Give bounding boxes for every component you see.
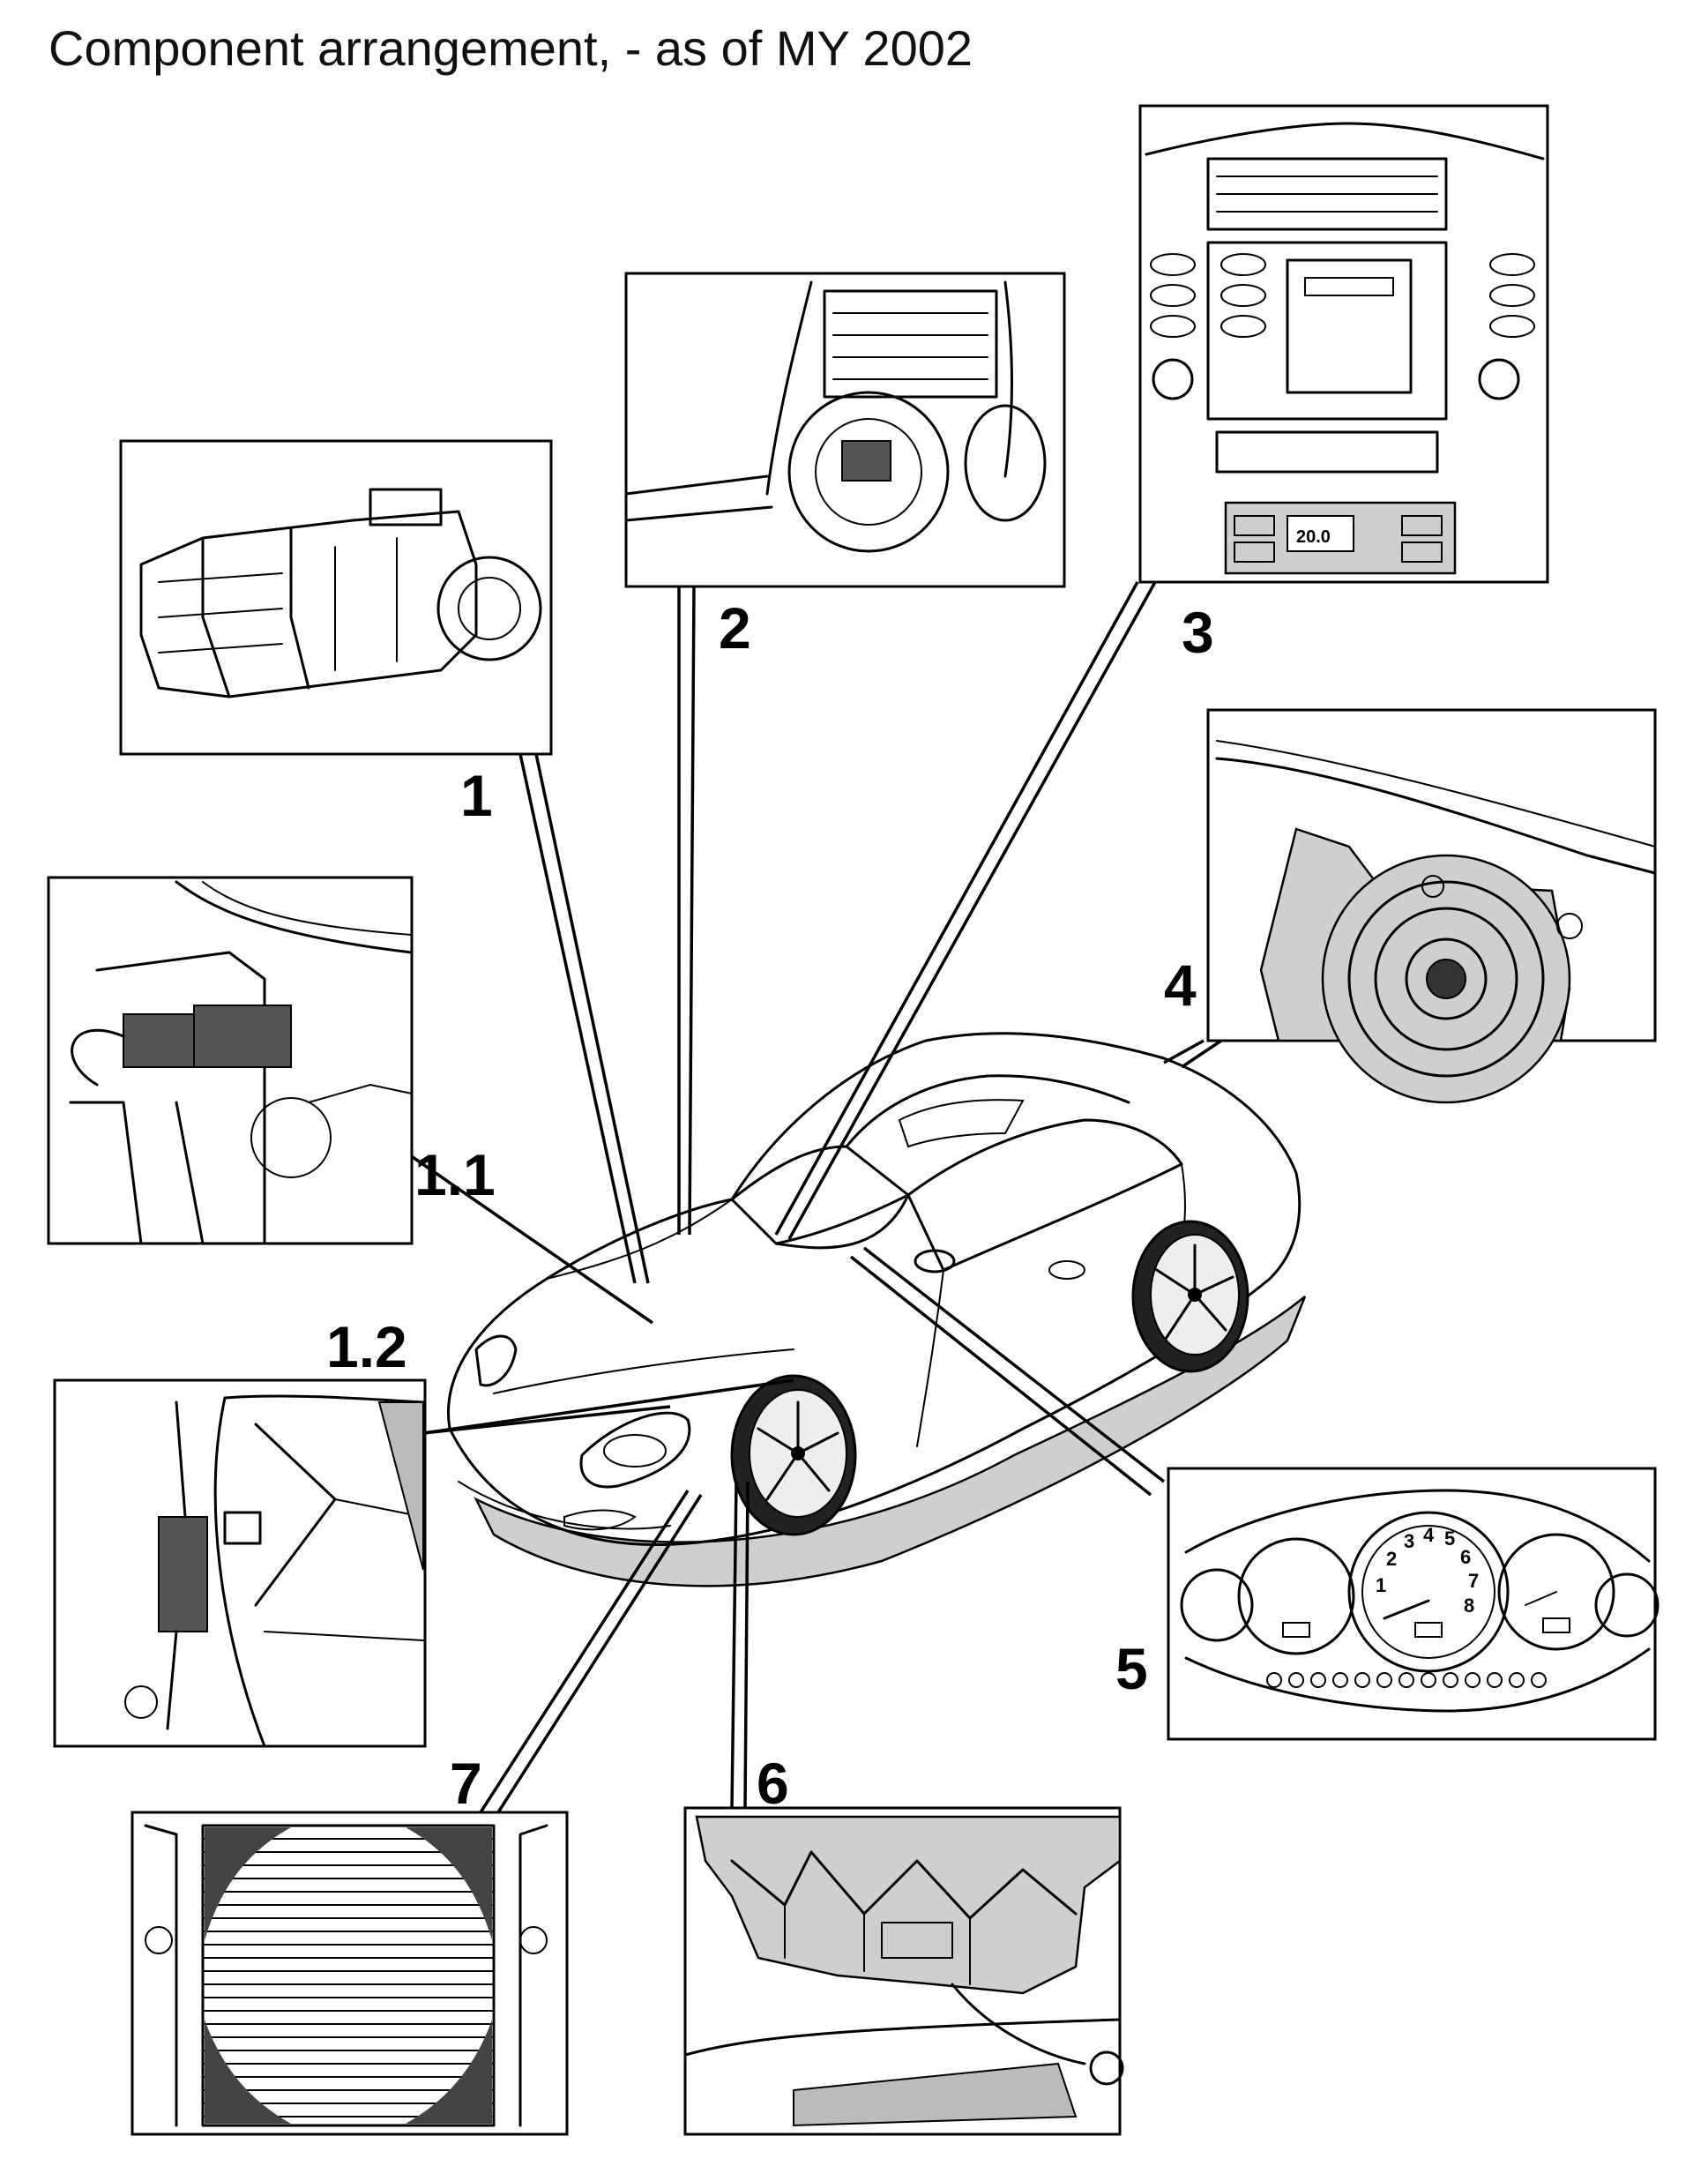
leader-lines (409, 581, 1222, 1813)
gauge-digit-4: 4 (1423, 1524, 1435, 1546)
callout-2: 2 (719, 595, 751, 661)
gauge-digit-3: 3 (1404, 1530, 1414, 1552)
panel-1-1-servo-motor (47, 876, 414, 1245)
panel-2-sun-sensor (624, 272, 1066, 588)
gauge-right-speedometer (1497, 1533, 1660, 1651)
gauge-digit-7: 7 (1468, 1570, 1479, 1592)
panel-1-2-sensor (53, 1378, 427, 1748)
rear-wheel (1131, 1220, 1249, 1373)
callout-1: 1 (460, 763, 493, 828)
front-wheel (730, 1374, 857, 1536)
gauge-digit-8: 8 (1464, 1595, 1474, 1617)
callout-3: 3 (1182, 600, 1214, 665)
car-illustration (447, 1032, 1307, 1587)
panel-3-side-buttons (1150, 253, 1535, 338)
panel-7-condenser (131, 1811, 569, 2136)
callout-7: 7 (450, 1751, 482, 1816)
panel-1-heater-unit (119, 439, 553, 756)
gauge-digit-5: 5 (1444, 1527, 1455, 1550)
panel-6-evaporator (683, 1806, 1124, 2136)
gauge-digit-2: 2 (1386, 1548, 1397, 1570)
callout-5: 5 (1115, 1636, 1148, 1701)
panel-4-blower (1206, 708, 1657, 1104)
gauge-left-small (1180, 1537, 1355, 1655)
gauge-center-tachometer: 1 2 3 4 5 6 7 8 (1347, 1511, 1510, 1673)
callout-1-1: 1.1 (414, 1142, 496, 1207)
warning-lights-row (1266, 1672, 1547, 1688)
gauge-digit-6: 6 (1460, 1546, 1471, 1568)
callout-6: 6 (757, 1751, 789, 1816)
callout-4: 4 (1164, 952, 1197, 1018)
gauge-digit-1: 1 (1376, 1574, 1386, 1596)
callout-1-2: 1.2 (326, 1314, 407, 1379)
page-title: Component arrangement, - as of MY 2002 (48, 20, 973, 76)
panel-5-instrument-cluster: 1 2 3 4 5 6 7 8 (1167, 1467, 1660, 1741)
panel-3-control-panel: 20.0 (1138, 104, 1549, 584)
climate-display-text: 20.0 (1296, 527, 1331, 547)
